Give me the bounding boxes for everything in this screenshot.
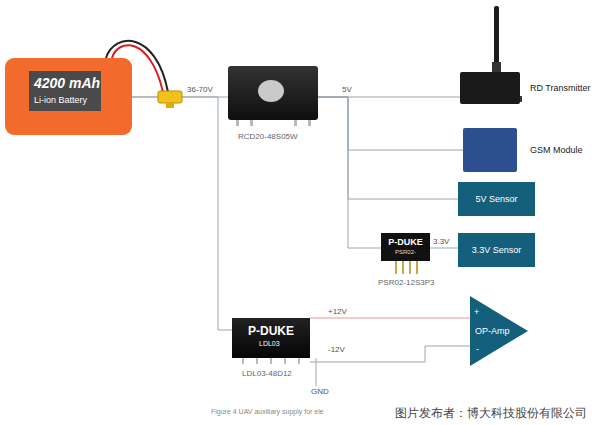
pin: [409, 261, 411, 274]
figure-caption: Figure 4 UAV auxiliary supply for ele: [211, 408, 324, 415]
node-text: PSR02-12S3P3: [378, 278, 434, 287]
triangle-shape: [470, 296, 528, 366]
voltage-label: 5V: [342, 85, 352, 94]
node-text: OP-Amp: [475, 326, 510, 336]
pin: [402, 261, 404, 274]
voltage-label: +12V: [328, 307, 347, 316]
ldl-converter: P-DUKELDL03LDL03-48D12: [232, 318, 310, 358]
wire: [318, 97, 381, 248]
watermark: 图片发布者：博大科技股份有限公司: [393, 404, 589, 423]
pin: [416, 261, 418, 274]
label-plate: [258, 80, 284, 102]
wire: [310, 346, 470, 362]
node-text: RCD20-48S05W: [238, 132, 298, 141]
dc-dc-converter: RCD20-48S05W: [228, 66, 318, 120]
wire: [318, 97, 463, 150]
node-text: 3.3V Sensor: [458, 245, 535, 255]
pin: [256, 357, 258, 364]
op-amp: OP-Amp + -: [470, 296, 528, 366]
pin: [395, 261, 397, 274]
node-text: LDL03-48D12: [242, 369, 292, 378]
node-text: GSM Module: [530, 145, 583, 155]
pin: [270, 357, 272, 364]
wire: [132, 97, 232, 330]
pin: [298, 357, 300, 364]
rd-transmitter: RD Transmitter: [460, 72, 520, 104]
voltage-label: 3.3V: [433, 237, 449, 246]
node-text: 5V Sensor: [458, 194, 535, 204]
sensor-box: 3.3V Sensor: [458, 233, 535, 267]
node-text: 4200 mAh: [34, 75, 100, 91]
ldl-pins: [242, 357, 300, 364]
pin: [284, 357, 286, 364]
xt60-plug: [158, 91, 182, 103]
sensor-box: 5V Sensor: [458, 182, 535, 216]
node-text: Li-ion Battery: [34, 95, 87, 105]
psr-regulator: P-DUKEPSR02-PSR02-12S3P3: [381, 233, 430, 261]
node-text: P-DUKE: [381, 237, 430, 247]
node-text: -: [476, 344, 479, 354]
pin: [242, 357, 244, 364]
node-text: +: [474, 307, 479, 317]
node-text: P-DUKE: [232, 324, 310, 338]
plug-tab: [166, 103, 174, 108]
node-text: LDL03: [259, 340, 280, 347]
voltage-label: 36-70V: [187, 85, 213, 94]
voltage-label: -12V: [328, 345, 345, 354]
wire: [318, 97, 458, 199]
node-text: PSR02-: [381, 249, 430, 255]
psr-pins: [395, 261, 418, 274]
wire: [430, 248, 458, 249]
node-text: RD Transmitter: [530, 83, 591, 93]
ground-label: GND: [311, 387, 329, 396]
wire: [310, 318, 470, 319]
battery-pack: 4200 mAhLi-ion Battery: [5, 58, 132, 135]
gsm-module: GSM Module: [463, 128, 517, 172]
